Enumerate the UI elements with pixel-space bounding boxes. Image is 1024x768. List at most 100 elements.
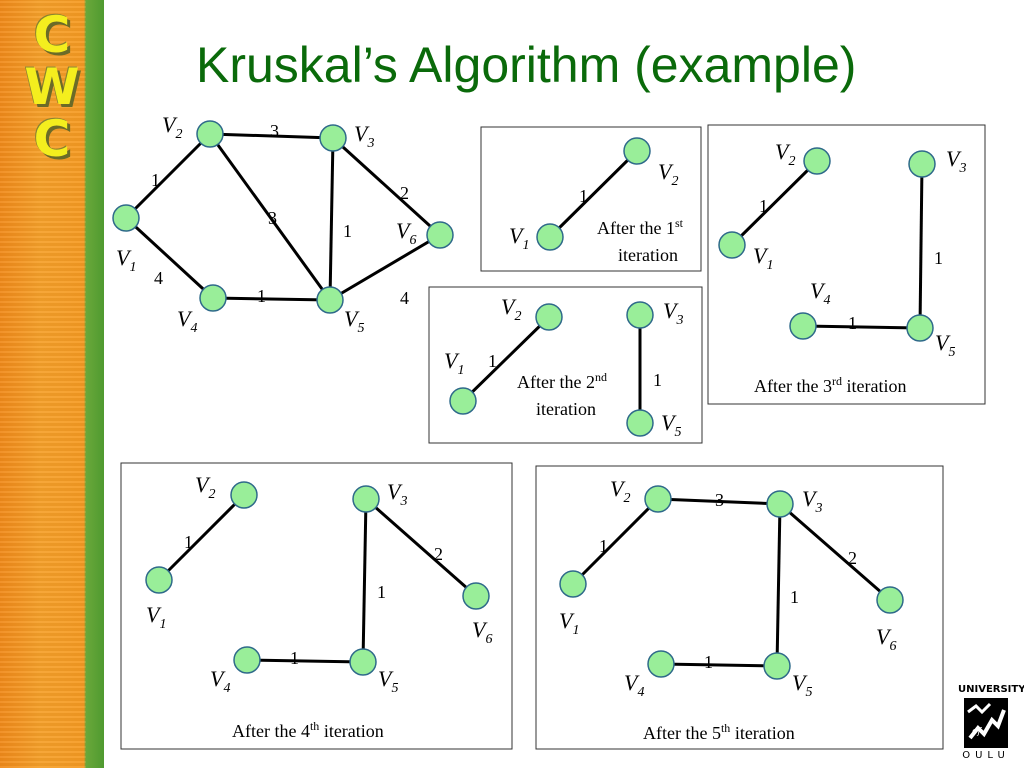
main-graph-node-v3 bbox=[319, 124, 347, 152]
iteration-2-caption: After the 2nd bbox=[517, 370, 607, 392]
iteration-2-panel bbox=[428, 286, 703, 444]
main-graph-node-label-v3: V3 bbox=[354, 121, 374, 151]
iteration-4-edge-v3-v5 bbox=[361, 498, 368, 663]
main-graph-edge-weight-v1-v4: 4 bbox=[154, 268, 163, 288]
iteration-5-node-v2 bbox=[644, 485, 672, 513]
iteration-4-node-label-v2: V2 bbox=[195, 472, 215, 502]
iteration-5-panel bbox=[535, 465, 944, 750]
iteration-3-node-label-v2: V2 bbox=[775, 139, 795, 169]
iteration-2-node-v5 bbox=[626, 409, 654, 437]
main-graph-node-v1 bbox=[112, 204, 140, 232]
university-logo-emblem: of bbox=[964, 698, 1008, 748]
iteration-5-edge-weight-v2-v3: 3 bbox=[715, 490, 724, 510]
iteration-4-edge-weight-v1-v2: 1 bbox=[184, 532, 193, 552]
iteration-2-node-label-v2: V2 bbox=[501, 294, 521, 324]
main-graph-edge-v3-v5 bbox=[328, 137, 335, 301]
sidebar-texture bbox=[0, 0, 86, 768]
iteration-2-node-label-v5: V5 bbox=[661, 410, 681, 440]
iteration-3-node-v5 bbox=[906, 314, 934, 342]
iteration-2-caption-line2: iteration bbox=[536, 399, 596, 419]
iteration-4-node-v1 bbox=[145, 566, 173, 594]
iteration-1-caption: After the 1st bbox=[597, 216, 684, 238]
main-graph-edge-weight-v3-v6: 2 bbox=[400, 183, 409, 203]
logo-letter-w: W bbox=[24, 58, 80, 116]
iteration-2-node-v2 bbox=[535, 303, 563, 331]
sidebar-band: C W C bbox=[0, 0, 104, 768]
iteration-5-node-label-v5: V5 bbox=[792, 670, 812, 700]
iteration-4-edge-weight-v3-v5: 1 bbox=[377, 582, 386, 602]
iteration-4-caption: After the 4th iteration bbox=[232, 719, 384, 741]
main-graph-edge-v2-v1 bbox=[124, 132, 212, 220]
iteration-3-edge-v3-v5 bbox=[918, 163, 924, 329]
main-graph-edge-weight-v4-v5: 1 bbox=[257, 286, 266, 306]
iteration-1-node-v1 bbox=[536, 223, 564, 251]
iteration-3-edge-weight-v4-v5: 1 bbox=[848, 313, 857, 333]
iteration-3-node-label-v1: V1 bbox=[753, 243, 773, 273]
iteration-1-node-label-v1: V1 bbox=[509, 223, 529, 253]
main-graph-edge-weight-v2-v5: 3 bbox=[268, 208, 277, 228]
logo-letter-c2: C bbox=[33, 110, 71, 168]
iteration-1-edge-v1-v2 bbox=[548, 149, 639, 239]
iteration-5-node-label-v1: V1 bbox=[559, 608, 579, 638]
iteration-1-edge-weight-v1-v2: 1 bbox=[579, 186, 588, 206]
iteration-3-node-v3 bbox=[908, 150, 936, 178]
iteration-4-edge-v1-v2 bbox=[157, 493, 246, 582]
iteration-5-edge-v2-v3 bbox=[657, 497, 781, 506]
iteration-4-node-v5 bbox=[349, 648, 377, 676]
iteration-2-edge-weight-v1-v2: 1 bbox=[488, 351, 497, 371]
iteration-3-caption: After the 3rd iteration bbox=[754, 374, 906, 396]
iteration-5-edge-weight-v3-v5: 1 bbox=[790, 587, 799, 607]
iteration-5-caption: After the 5th iteration bbox=[643, 721, 795, 743]
logo-letter-c1: C bbox=[33, 6, 71, 64]
iteration-2-node-v1 bbox=[449, 387, 477, 415]
iteration-4-edge-weight-v3-v6: 2 bbox=[434, 544, 443, 564]
iteration-3-edge-weight-v1-v2: 1 bbox=[759, 196, 768, 216]
iteration-5-edge-v3-v6 bbox=[779, 502, 891, 602]
iteration-2-node-label-v1: V1 bbox=[444, 348, 464, 378]
iteration-3-node-v2 bbox=[803, 147, 831, 175]
iteration-5-edge-v3-v5 bbox=[775, 503, 782, 667]
iteration-3-panel bbox=[707, 124, 986, 405]
iteration-3-node-label-v3: V3 bbox=[946, 146, 966, 176]
iteration-4-node-label-v5: V5 bbox=[378, 666, 398, 696]
iteration-3-edge-v4-v5 bbox=[802, 324, 921, 330]
iteration-5-edge-weight-v1-v2: 1 bbox=[599, 536, 608, 556]
iteration-5-node-label-v3: V3 bbox=[802, 486, 822, 516]
main-graph-node-label-v2: V2 bbox=[162, 112, 182, 142]
iteration-4-panel bbox=[120, 462, 513, 750]
iteration-2-edge-v1-v2 bbox=[461, 315, 551, 403]
main-graph-node-v5 bbox=[316, 286, 344, 314]
iteration-5-node-label-v2: V2 bbox=[610, 476, 630, 506]
iteration-5-node-v4 bbox=[647, 650, 675, 678]
iteration-4-node-label-v1: V1 bbox=[146, 602, 166, 632]
main-graph-edge-weight-v3-v5: 1 bbox=[343, 221, 352, 241]
iteration-5-node-v5 bbox=[763, 652, 791, 680]
iteration-3-node-v4 bbox=[789, 312, 817, 340]
iteration-1-node-label-v2: V2 bbox=[658, 159, 678, 189]
iteration-5-edge-weight-v4-v5: 1 bbox=[704, 652, 713, 672]
iteration-4-node-v4 bbox=[233, 646, 261, 674]
iteration-5-edge-v4-v5 bbox=[660, 662, 778, 668]
main-graph-edge-v1-v4 bbox=[124, 216, 215, 300]
iteration-2-edge-weight-v3-v5: 1 bbox=[653, 370, 662, 390]
main-graph-edge-v5-v6 bbox=[329, 233, 441, 302]
iteration-3-node-label-v4: V4 bbox=[810, 278, 830, 308]
iteration-3-edge-v1-v2 bbox=[730, 159, 819, 247]
iteration-4-node-v2 bbox=[230, 481, 258, 509]
main-graph-node-label-v5: V5 bbox=[344, 306, 364, 336]
iteration-3-node-v1 bbox=[718, 231, 746, 259]
iteration-4-node-label-v4: V4 bbox=[210, 666, 230, 696]
main-graph-node-label-v6: V6 bbox=[396, 218, 416, 248]
iteration-4-node-label-v3: V3 bbox=[387, 479, 407, 509]
main-graph-node-v4 bbox=[199, 284, 227, 312]
main-graph-edge-weight-v2-v1: 1 bbox=[151, 170, 160, 190]
university-logo: UNIVERSITY of OULU bbox=[958, 684, 1024, 766]
iteration-4-node-v3 bbox=[352, 485, 380, 513]
iteration-2-node-v3 bbox=[626, 301, 654, 329]
main-graph-node-label-v1: V1 bbox=[116, 245, 136, 275]
iteration-3-node-label-v5: V5 bbox=[935, 330, 955, 360]
iteration-4-edge-v4-v5 bbox=[246, 658, 364, 664]
iteration-4-edge-v3-v6 bbox=[365, 497, 477, 598]
iteration-4-edge-weight-v4-v5: 1 bbox=[290, 648, 299, 668]
